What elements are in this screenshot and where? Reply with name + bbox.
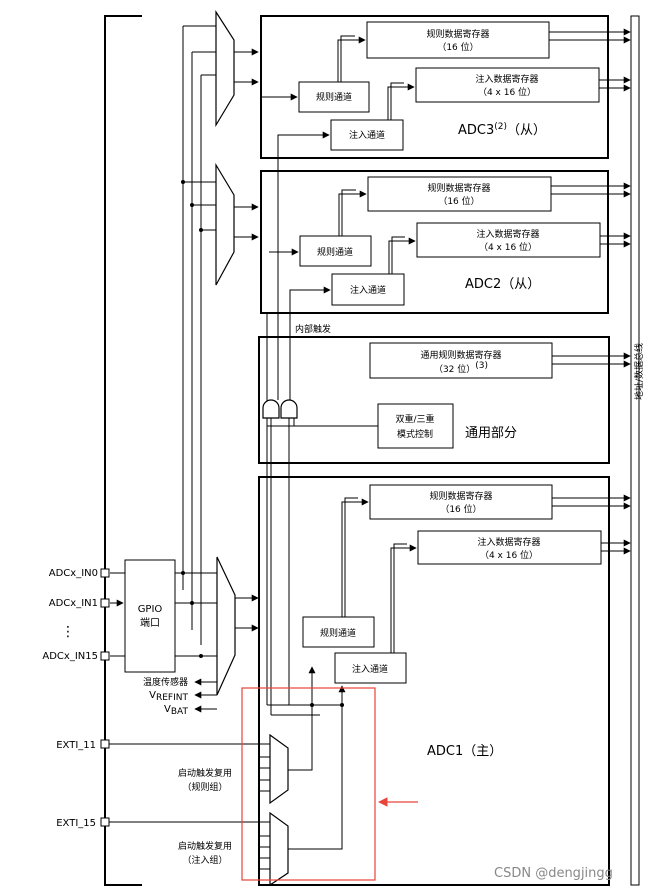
gpio-port <box>124 559 176 673</box>
trigger-mux-regular <box>269 733 289 805</box>
adc1-regular-register-bits: （16 位） <box>440 503 481 515</box>
adc2-injected-data-register <box>416 222 601 258</box>
vrefint-label: VREFINT <box>149 690 188 703</box>
trig-regular-label-2: （规则组） <box>182 781 227 793</box>
temp-sensor-label: 温度传感器 <box>143 676 188 688</box>
label-adcx-in0: ADCx_IN0 <box>49 568 98 579</box>
adc3-injected-channel-label: 注入通道 <box>349 129 385 141</box>
adc3-regular-data-register <box>366 21 550 59</box>
dual-triple-mode-label-2: 模式控制 <box>397 428 433 440</box>
vertical-ellipsis: ⋮ <box>61 624 75 640</box>
adc1-block <box>258 476 610 886</box>
adc3-regular-register-bits: （16 位） <box>437 41 478 53</box>
adc1-wiring <box>341 494 631 653</box>
trig-injected-label-1: 启动触发复用 <box>178 840 232 852</box>
left-bracket <box>104 15 142 886</box>
common-regular-register-bits: （32 位）(3) <box>434 361 488 375</box>
trigger-mux-inputs <box>258 666 346 870</box>
adc3-wiring <box>262 28 631 400</box>
internal-trigger-label: 内部触发 <box>295 323 331 335</box>
adc3-regular-channel-label: 规则通道 <box>316 91 352 103</box>
adc1-regular-channel-label: 规则通道 <box>320 627 356 639</box>
adc2-injected-channel-label: 注入通道 <box>350 284 386 296</box>
adc3-title: ADC3(2)（从） <box>458 122 546 138</box>
adc2-regular-channel <box>299 235 372 267</box>
adc2-injected-channel <box>331 273 405 306</box>
adc1-injected-data-register <box>417 530 602 565</box>
adc2-injected-register-label: 注入数据寄存器 <box>476 228 539 240</box>
adc3-regular-channel <box>298 81 370 113</box>
and-gate-wiring <box>270 418 295 715</box>
mux-adc1-outputs <box>235 594 259 632</box>
and-gate-left <box>262 399 280 419</box>
adc1-injected-channel-label: 注入通道 <box>352 663 388 675</box>
adc3-regular-register-label: 规则数据寄存器 <box>426 28 489 40</box>
pin-exti11 <box>100 739 110 749</box>
adc2-regular-register-label: 规则数据寄存器 <box>427 182 490 194</box>
dual-triple-mode-control <box>377 403 454 449</box>
adc2-regular-register-bits: （16 位） <box>438 195 479 207</box>
trig-injected-label-2: （注入组） <box>182 854 227 866</box>
common-regular-data-register <box>369 342 553 379</box>
adc2-injected-register-bits: （4 x 16 位） <box>479 241 537 253</box>
pin-in1 <box>100 598 110 608</box>
adc1-title: ADC1（主） <box>427 744 502 759</box>
adc3-injected-register-bits: （4 x 16 位） <box>478 86 536 98</box>
gpio-label-1: GPIO <box>138 604 163 615</box>
vbat-label: VBAT <box>164 704 188 717</box>
adc2-regular-data-register <box>367 176 552 212</box>
adc1-injected-channel <box>334 652 407 684</box>
adc2-block <box>260 170 609 314</box>
bus-junction-dots <box>181 180 203 232</box>
common-regular-register-label: 通用规则数据寄存器 <box>420 349 501 361</box>
mux-adc2-outputs <box>234 203 259 241</box>
adc3-injected-data-register <box>415 67 600 103</box>
mux-adc2 <box>215 162 235 286</box>
common-part-block <box>258 336 610 464</box>
watermark: CSDN @dengjingg <box>494 866 613 881</box>
label-exti15: EXTI_15 <box>56 818 96 829</box>
channel-bus-lines <box>182 25 218 645</box>
mux-adc1 <box>216 556 236 696</box>
bus-label: 地址/数据总线 <box>633 343 645 400</box>
address-data-bus <box>630 15 640 886</box>
gpio-label-2: 端口 <box>140 616 160 629</box>
adc3-injected-register-label: 注入数据寄存器 <box>475 73 538 85</box>
adc3-injected-channel <box>330 119 404 151</box>
adc1-regular-register-label: 规则数据寄存器 <box>429 490 492 502</box>
adc2-regular-channel-label: 规则通道 <box>317 246 353 258</box>
adc2-title: ADC2（从） <box>465 277 540 292</box>
mux-adc3-outputs <box>234 48 259 86</box>
adc3-block <box>260 15 609 159</box>
gpio-junction-dots <box>181 571 203 658</box>
trig-regular-label-1: 启动触发复用 <box>178 767 232 779</box>
pin-exti15 <box>100 817 110 827</box>
pin-in0 <box>100 568 110 578</box>
trigger-mux-injected <box>269 811 289 887</box>
adc1-injected-register-bits: （4 x 16 位） <box>480 549 538 561</box>
label-adcx-in1: ADCx_IN1 <box>49 598 98 609</box>
exti-wiring <box>109 743 270 823</box>
trigger-junction-dots <box>310 703 344 707</box>
adc1-regular-channel <box>302 616 375 648</box>
adc1-injected-register-label: 注入数据寄存器 <box>477 536 540 548</box>
label-exti11: EXTI_11 <box>56 740 96 751</box>
label-adcx-in15: ADCx_IN15 <box>42 651 98 662</box>
highlight-box <box>241 687 376 881</box>
common-part-label: 通用部分 <box>465 426 517 441</box>
dual-triple-mode-label-1: 双重/三重 <box>395 413 434 425</box>
adc2-wiring <box>269 182 631 400</box>
mux-adc3 <box>215 9 235 128</box>
and-gate-right <box>280 399 298 419</box>
pin-in15 <box>100 651 110 661</box>
adc1-regular-data-register <box>369 484 553 520</box>
